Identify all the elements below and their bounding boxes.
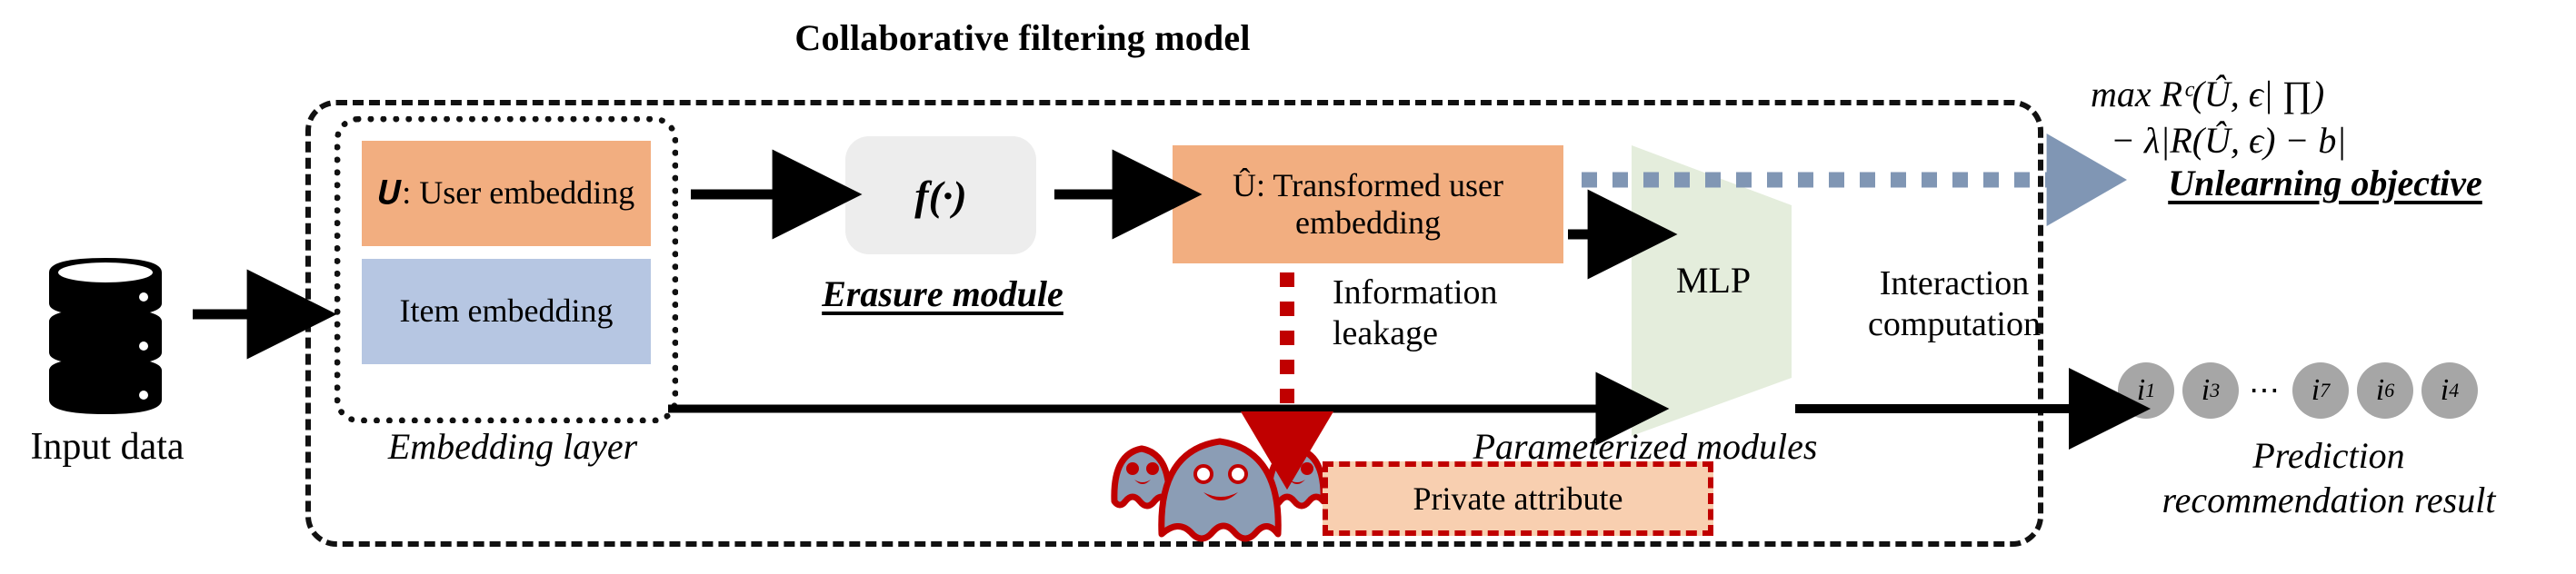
parameterized-modules-caption: Parameterized modules — [1473, 426, 1818, 467]
unlearning-objective-equation: max Rᶜ(Û, ϵ| ∏) − λ|R(Û, ϵ) − b| — [2091, 71, 2563, 163]
interaction-line1: Interaction — [1879, 264, 2030, 302]
item-embedding-box: Item embedding — [362, 259, 651, 364]
page-title: Collaborative filtering model — [794, 17, 1251, 58]
prediction-caption: Prediction recommendation result — [2082, 434, 2576, 523]
input-data-label: Input data — [30, 426, 185, 468]
prediction-caption-line1: Prediction — [2252, 435, 2405, 476]
information-leakage-label: Information leakage — [1333, 272, 1605, 354]
information-leakage-line1: Information — [1333, 273, 1498, 312]
user-embedding-label: 𝑼: User embedding — [377, 174, 635, 212]
private-attribute-box: Private attribute — [1323, 461, 1713, 536]
database-icon — [42, 256, 169, 418]
ghost-icon — [1100, 418, 1345, 545]
user-embedding-box: 𝑼: User embedding — [362, 141, 651, 246]
information-leakage-line2: leakage — [1333, 313, 1439, 352]
erasure-module-caption: Erasure module — [822, 273, 1063, 314]
interaction-computation-label: Interaction computation — [1804, 263, 2104, 345]
objective-equation-line1: max Rᶜ(Û, ϵ| ∏) — [2091, 74, 2325, 114]
objective-equation-line2: − λ|R(Û, ϵ) − b| — [2111, 120, 2347, 162]
interaction-line2: computation — [1868, 304, 2041, 343]
transformed-user-embedding-box: Û: Transformed user embedding — [1173, 145, 1563, 263]
embedding-layer-caption: Embedding layer — [387, 426, 638, 467]
ellipsis: ⋯ — [2249, 374, 2282, 408]
private-attribute-label: Private attribute — [1413, 480, 1623, 517]
embedding-layer-boundary — [334, 116, 678, 423]
erasure-function-box: f(·) — [845, 136, 1036, 254]
transformed-user-embedding-label: Û: Transformed user embedding — [1233, 166, 1503, 241]
item-embedding-label: Item embedding — [399, 292, 614, 330]
prediction-caption-line2: recommendation result — [2162, 479, 2496, 520]
unlearning-objective-caption: Unlearning objective — [2168, 163, 2482, 203]
erasure-function-label: f(·) — [914, 172, 967, 219]
mlp-label: MLP — [1675, 260, 1752, 301]
